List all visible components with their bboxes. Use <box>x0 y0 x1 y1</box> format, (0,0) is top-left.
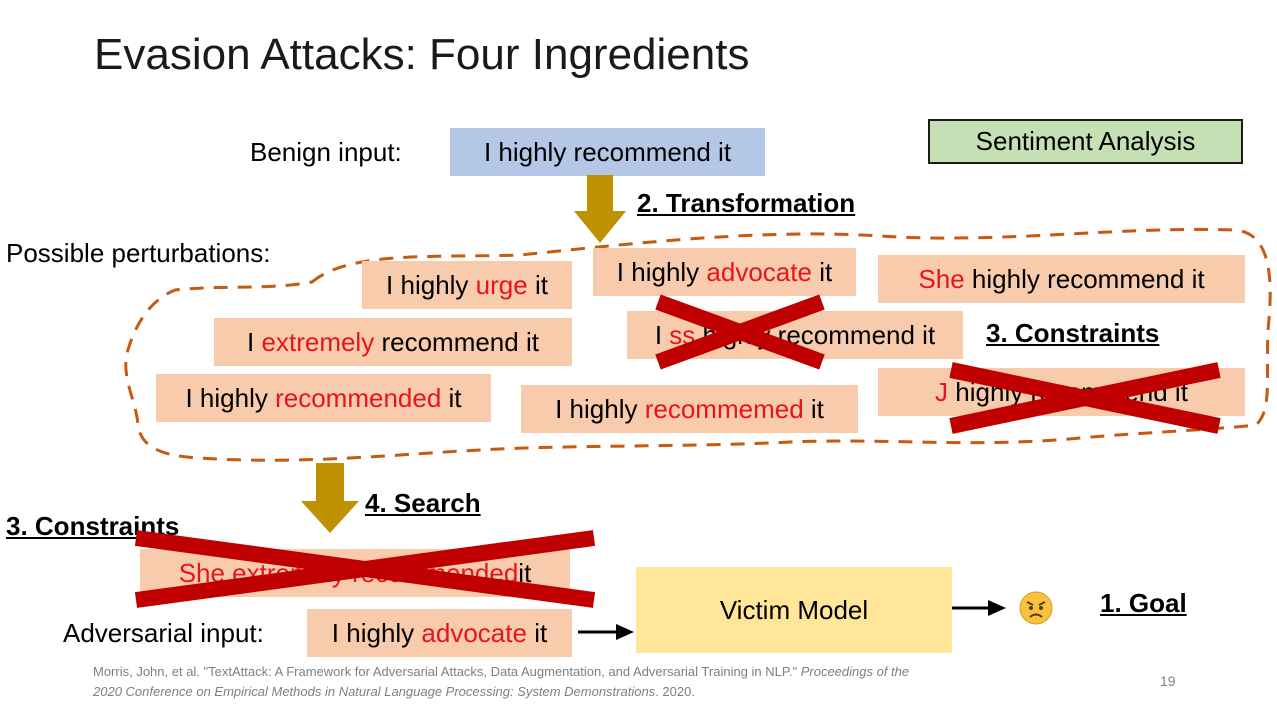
down-arrow-icon <box>301 463 359 533</box>
perturbation-text-pre: I highly <box>185 382 268 413</box>
step-search: 4. Search <box>365 488 481 518</box>
perturbation-highlight: recommended <box>275 382 442 413</box>
perturbation-recommemed: I highly recommemed it <box>521 385 858 433</box>
adversarial-input-label: Adversarial input: <box>63 618 264 648</box>
rejected-candidate: She extremely recommended it <box>140 549 570 597</box>
step-constraints-right: 3. Constraints <box>986 318 1160 348</box>
citation: Morris, John, et al. "TextAttack: A Fram… <box>93 662 909 702</box>
benign-input-label: Benign input: <box>250 137 402 167</box>
angry-face-icon <box>1019 591 1053 625</box>
perturbation-highlight: She <box>918 263 965 294</box>
slide-title: Evasion Attacks: Four Ingredients <box>94 30 750 79</box>
benign-input-box: I highly recommend it <box>450 128 765 176</box>
perturbation-text-post: highly recommend it <box>702 319 936 350</box>
page-number: 19 <box>1160 673 1176 689</box>
right-arrow-icon <box>952 600 1006 616</box>
perturbation-text-post: it <box>819 256 833 287</box>
perturbation-text-pre: I <box>654 319 663 350</box>
citation-year: . 2020. <box>655 684 695 699</box>
perturbations-label: Possible perturbations: <box>6 238 271 268</box>
candidate-text-post: it <box>518 557 532 588</box>
step-constraints-left: 3. Constraints <box>6 511 180 541</box>
task-label: Sentiment Analysis <box>975 126 1196 156</box>
perturbation-text-pre: I highly <box>616 256 700 287</box>
perturbation-highlight: urge <box>475 269 528 300</box>
perturbation-ss-rejected: I ss highly recommend it <box>627 311 963 359</box>
perturbation-text-post: highly recommend it <box>971 263 1205 294</box>
perturbation-urge: I highly urge it <box>362 261 572 309</box>
perturbation-advocate: I highly advocate it <box>593 248 856 296</box>
perturbation-text-post: it <box>810 393 824 424</box>
perturbation-text-post: it <box>448 382 462 413</box>
victim-model-label: Victim Model <box>719 594 869 625</box>
adversarial-text-pre: I highly <box>331 617 415 648</box>
adversarial-highlight: advocate <box>421 617 527 648</box>
step-transformation: 2. Transformation <box>637 188 856 218</box>
adversarial-input-box: I highly advocate it <box>307 609 572 657</box>
perturbation-text-pre: I highly <box>555 393 638 424</box>
candidate-highlight: She extremely recommended <box>178 557 519 588</box>
perturbation-text-post: it <box>534 269 548 300</box>
perturbation-j-rejected: J highly recommend it <box>878 368 1245 416</box>
citation-venue-cont: 2020 Conference on Empirical Methods in … <box>93 684 656 699</box>
perturbation-highlight: J <box>935 376 949 407</box>
perturbation-text-post: recommend it <box>381 326 539 357</box>
citation-text: Morris, John, et al. "TextAttack: A Fram… <box>93 664 801 679</box>
down-arrow-icon <box>574 175 626 243</box>
perturbation-text-pre: I highly <box>386 269 469 300</box>
benign-input-text: I highly recommend it <box>483 136 732 167</box>
perturbation-extremely: I extremely recommend it <box>214 318 572 366</box>
perturbation-highlight: advocate <box>706 256 812 287</box>
step-goal: 1. Goal <box>1100 588 1187 618</box>
perturbation-highlight: extremely <box>261 326 375 357</box>
citation-venue: Proceedings of the <box>800 664 910 679</box>
adversarial-text-post: it <box>534 617 548 648</box>
victim-model-box: Victim Model <box>636 567 952 653</box>
task-box: Sentiment Analysis <box>928 119 1243 164</box>
perturbation-text-post: highly recommend it <box>955 376 1188 407</box>
right-arrow-icon <box>578 624 634 640</box>
perturbation-she: She highly recommend it <box>878 255 1245 303</box>
perturbation-recommended: I highly recommended it <box>156 374 491 422</box>
perturbation-highlight: ss <box>669 319 696 350</box>
perturbation-text-pre: I <box>247 326 255 357</box>
perturbation-highlight: recommemed <box>644 393 804 424</box>
